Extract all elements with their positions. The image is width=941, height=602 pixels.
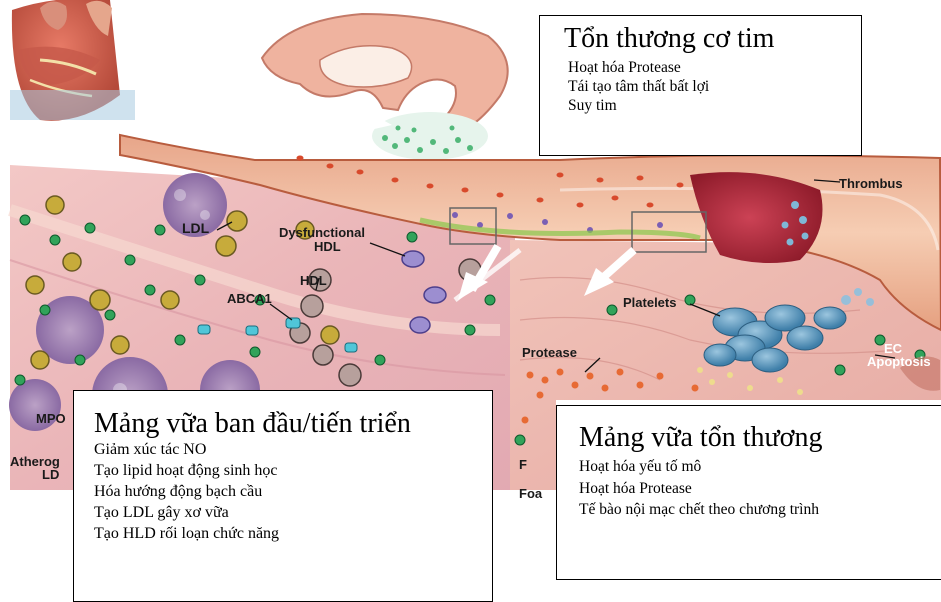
hdl-label: HDL [300, 274, 327, 287]
early-plaque-box: Mảng vữa ban đầu/tiến triển Giảm xúc tác… [73, 390, 493, 602]
list-item: Hoạt hóa Protease [579, 478, 941, 499]
list-item: Tạo lipid hoạt động sinh học [94, 461, 492, 482]
list-item: Tạo HLD rối loạn chức năng [94, 524, 492, 545]
foam-cell-label: Foa [519, 487, 542, 500]
dysfunctional-hdl-label-line2: HDL [314, 240, 341, 253]
vulnerable-plaque-title: Mảng vữa tổn thương [579, 423, 941, 452]
early-plaque-title: Mảng vữa ban đầu/tiến triển [94, 409, 492, 438]
platelets-label: Platelets [623, 296, 676, 309]
list-item: Hóa hướng động bạch cầu [94, 482, 492, 503]
early-plaque-list: Giảm xúc tác NO Tạo lipid hoạt động sinh… [94, 440, 492, 545]
list-item: Tái tạo tâm thất bất lợi [568, 78, 861, 97]
dysfunctional-hdl-label-line1: Dysfunctional [279, 226, 365, 239]
atherogenic-ldl-label: LD [42, 468, 59, 481]
heart-region [10, 0, 135, 121]
list-item: Hoạt hóa Protease [568, 59, 861, 78]
myocardium-section [230, 14, 508, 160]
myocardial-injury-title: Tổn thương cơ tim [564, 24, 861, 53]
f-label-fragment: F [519, 458, 527, 471]
list-item: Tạo LDL gây xơ vữa [94, 503, 492, 524]
vulnerable-plaque-list: Hoạt hóa yếu tố mô Hoạt hóa Protease Tế … [579, 456, 941, 520]
mpo-label: MPO [36, 412, 66, 425]
thrombus-label: Thrombus [839, 177, 903, 190]
section-plane [10, 90, 135, 120]
protease-label: Protease [522, 346, 577, 359]
ldl-label: LDL [182, 221, 209, 235]
apoptosis-label: Apoptosis [867, 355, 931, 368]
list-item: Hoạt hóa yếu tố mô [579, 456, 941, 477]
abca1-label: ABCA1 [227, 292, 272, 305]
vulnerable-plaque-box: Mảng vữa tổn thương Hoạt hóa yếu tố mô H… [556, 405, 941, 580]
list-item: Tế bào nội mạc chết theo chương trình [579, 499, 941, 520]
myocardial-injury-box: Tổn thương cơ tim Hoạt hóa Protease Tái … [539, 15, 862, 156]
myocardial-injury-list: Hoạt hóa Protease Tái tạo tâm thất bất l… [564, 59, 861, 115]
list-item: Suy tim [568, 97, 861, 116]
list-item: Giảm xúc tác NO [94, 440, 492, 461]
